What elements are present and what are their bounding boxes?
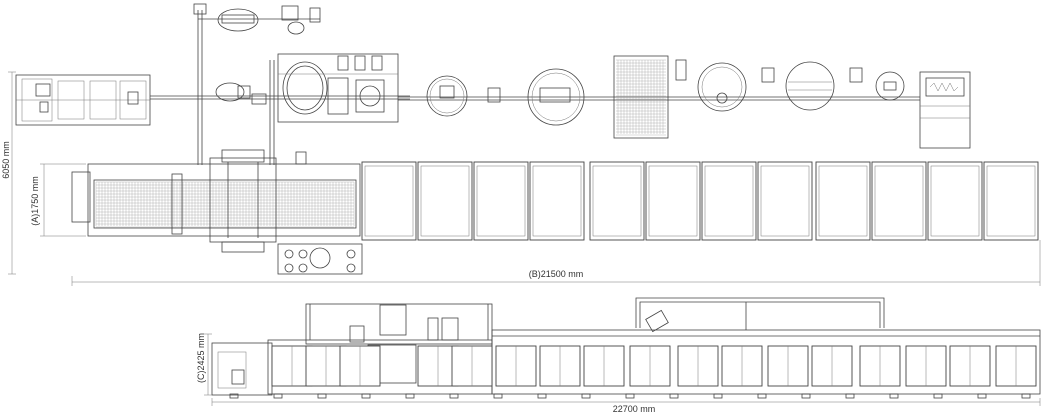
side-length-label: 22700 mm — [613, 404, 656, 414]
pump-cluster-left — [215, 60, 275, 165]
conveyor-plan — [71, 149, 1039, 275]
tank-skid-module — [277, 53, 399, 123]
control-cabinet-module — [15, 74, 151, 126]
dimension-lines — [8, 71, 1041, 406]
plan-view — [15, 3, 1039, 275]
cooling-drum — [785, 61, 835, 111]
conveyor-panel — [701, 161, 757, 241]
mesh-filter-unit — [613, 55, 669, 139]
overall-height-label: 6050 mm — [1, 141, 11, 179]
operator-panel — [277, 243, 363, 275]
conveyor-panel — [361, 161, 417, 241]
pressure-vessel — [697, 62, 747, 112]
conveyor-panel — [983, 161, 1039, 241]
top-pump-assembly — [193, 3, 321, 165]
conveyor-panel — [589, 161, 645, 241]
conveyor-panel — [529, 161, 585, 241]
conveyor-width-label: (A)1750 mm — [30, 176, 40, 226]
conveyor-panel — [927, 161, 983, 241]
conveyor-panel — [871, 161, 927, 241]
conveyor-panel — [417, 161, 473, 241]
separator-drum-1 — [426, 75, 468, 117]
plan-length-label: (B)21500 mm — [529, 269, 584, 279]
dimension-labels: 6050 mm (A)1750 mm (B)21500 mm (C)2425 m… — [1, 141, 655, 414]
flow-valve — [875, 71, 905, 101]
conveyor-panel — [645, 161, 701, 241]
heater-box — [919, 71, 971, 149]
separator-drum-2 — [527, 68, 585, 126]
side-height-label: (C)2425 mm — [196, 333, 206, 383]
conveyor-panel — [757, 161, 813, 241]
conveyor-panel — [473, 161, 529, 241]
side-view — [211, 297, 1041, 399]
conveyor-panel — [815, 161, 871, 241]
